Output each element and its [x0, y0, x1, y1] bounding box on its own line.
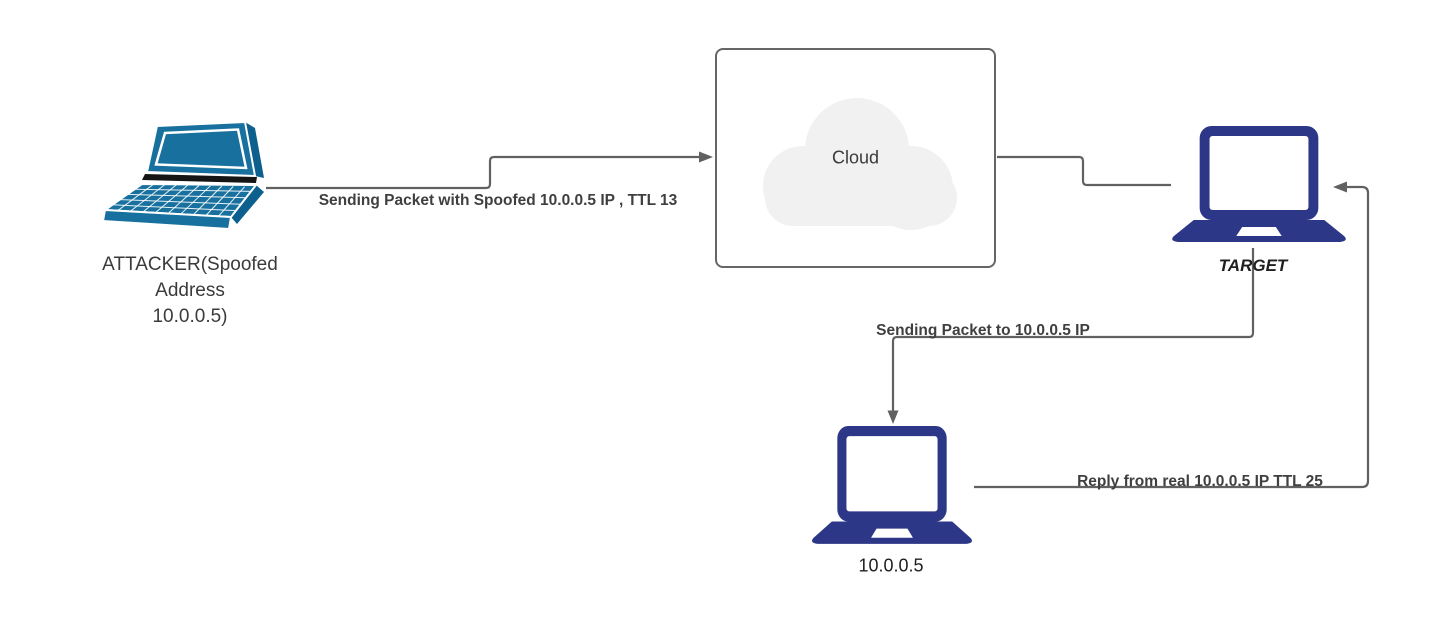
target-laptop-icon [1172, 126, 1346, 242]
real-host-label: 10.0.0.5 [858, 555, 924, 576]
edge-label-attacker-to-cloud: Sending Packet with Spoofed 10.0.0.5 IP … [318, 192, 678, 209]
attacker-label: ATTACKER(Spoofed Address 10.0.0.5) [102, 254, 278, 327]
edge-label-target-to-host: Sending Packet to 10.0.0.5 IP [876, 322, 1090, 339]
cloud-label: Cloud [831, 147, 880, 168]
edge-host-to-target [974, 181, 1370, 489]
cloud-box: Cloud [715, 48, 996, 268]
real-host-laptop-icon [812, 426, 972, 544]
arrowhead-left-icon [1333, 181, 1347, 193]
arrowhead-down-icon [887, 410, 899, 424]
edge-label-host-to-target: Reply from real 10.0.0.5 IP TTL 25 [1077, 473, 1323, 490]
arrowhead-right-icon [699, 151, 713, 163]
target-label: TARGET [1218, 256, 1288, 275]
attacker-laptop-icon [101, 120, 264, 231]
edge-target-to-host [887, 248, 1255, 424]
cloud-icon [763, 98, 957, 230]
keyboard-grid [112, 183, 252, 217]
edge-cloud-to-target [997, 155, 1171, 187]
edge-attacker-to-cloud [266, 151, 713, 190]
